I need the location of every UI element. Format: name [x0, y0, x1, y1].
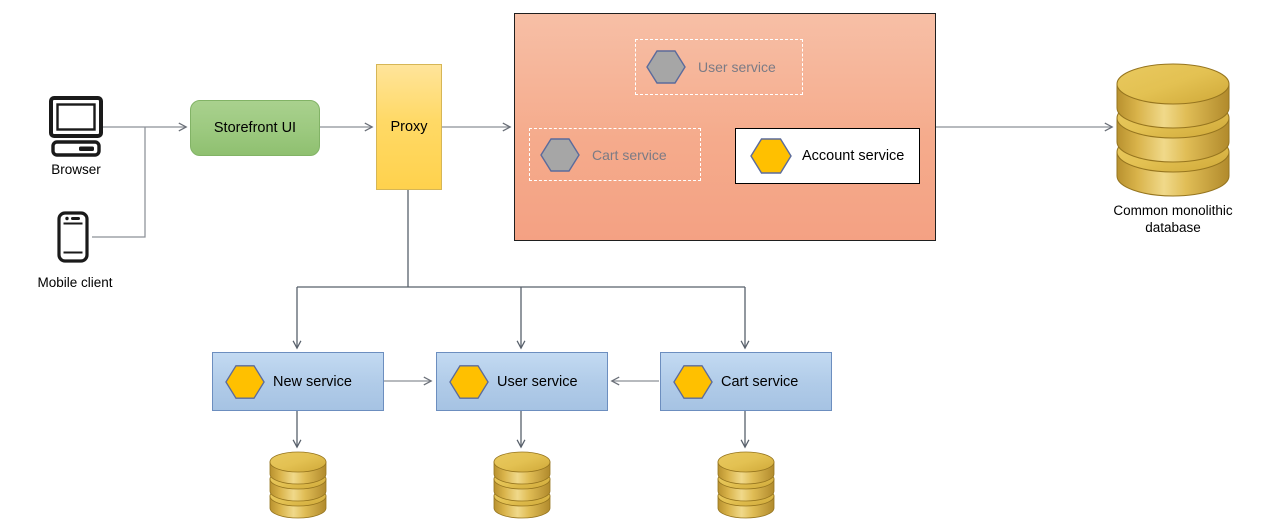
proxy-label: Proxy: [390, 119, 428, 135]
browser-label: Browser: [51, 162, 101, 177]
database-icon: [268, 449, 328, 524]
hexagon-icon: [673, 362, 713, 402]
desktop-computer-icon: [48, 96, 104, 163]
storefront-ui-node[interactable]: Storefront UI: [190, 100, 320, 156]
legacy-user-service-label: User service: [698, 59, 776, 75]
hexagon-icon: [449, 362, 489, 402]
database-icon: [492, 449, 552, 524]
database-icon: [716, 449, 776, 524]
common-database-label: Common monolithic database: [1113, 203, 1233, 235]
hexagon-icon: [750, 135, 792, 177]
hexagon-icon: [225, 362, 265, 402]
account-service-node[interactable]: Account service: [735, 128, 920, 184]
legacy-cart-service-label: Cart service: [592, 146, 667, 163]
mobile-phone-icon: [57, 211, 89, 268]
new-service-label: New service: [273, 373, 352, 390]
storefront-ui-label: Storefront UI: [213, 120, 297, 136]
database-icon: [1113, 58, 1233, 203]
cart-service-node[interactable]: Cart service: [660, 352, 832, 411]
account-service-label: Account service: [802, 148, 905, 164]
legacy-user-service-node[interactable]: User service: [635, 39, 803, 95]
hexagon-icon: [646, 47, 686, 87]
user-service-node[interactable]: User service: [436, 352, 608, 411]
monolith-container[interactable]: User service Cart service: [514, 13, 936, 241]
mobile-client-label: Mobile client: [37, 275, 113, 290]
legacy-cart-service-node[interactable]: Cart service: [529, 128, 701, 181]
proxy-node[interactable]: Proxy: [376, 64, 442, 190]
user-service-label: User service: [497, 373, 578, 390]
new-service-node[interactable]: New service: [212, 352, 384, 411]
cart-service-label: Cart service: [721, 373, 799, 390]
hexagon-icon: [540, 135, 580, 175]
